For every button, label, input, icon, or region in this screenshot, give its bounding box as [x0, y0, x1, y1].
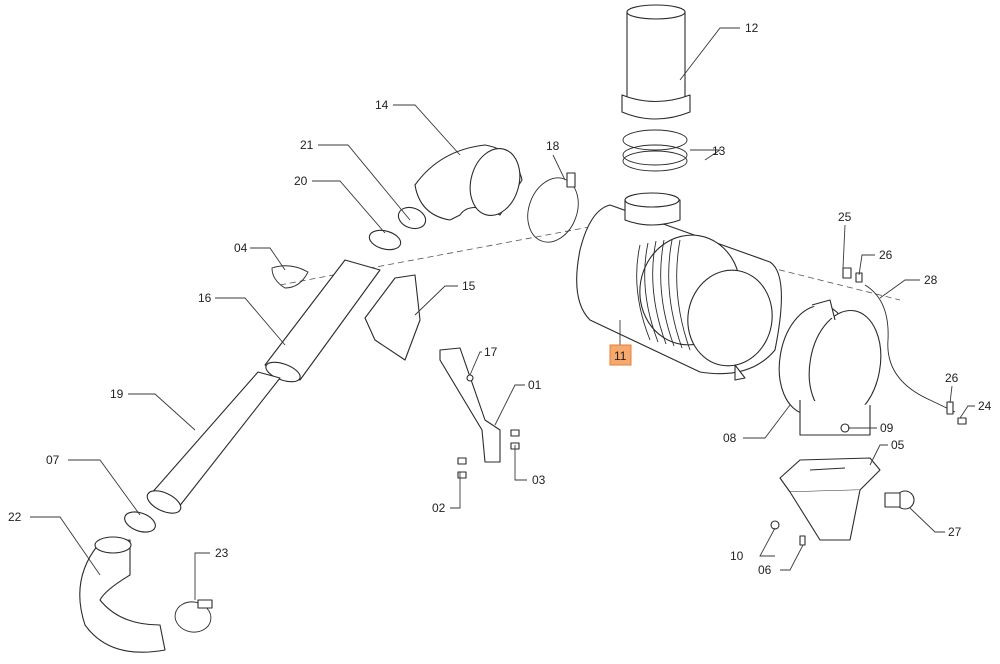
part-12-inlet-tube	[621, 4, 691, 120]
callout-18: 18	[546, 139, 560, 153]
callout-06: 06	[758, 563, 772, 577]
part-15-bracket-plate	[364, 274, 421, 361]
callout-labels: 12 13 14 18 21 20 04 16 15 17 01 02 03 1…	[8, 21, 992, 577]
callout-21: 21	[300, 138, 314, 152]
part-19-long-tube	[146, 371, 281, 514]
part-17-bolt	[466, 374, 474, 382]
callout-10: 10	[730, 549, 744, 563]
callout-23: 23	[215, 546, 229, 560]
callout-27: 27	[948, 525, 962, 539]
callout-16: 16	[198, 291, 212, 305]
part-23-hose-clamp	[174, 599, 213, 633]
callout-22: 22	[8, 510, 22, 524]
callout-26-lower: 26	[945, 371, 959, 385]
callout-11: 11	[614, 349, 627, 363]
callout-15: 15	[462, 279, 476, 293]
part-01-bracket-arm	[439, 347, 501, 463]
callout-07: 07	[46, 453, 60, 467]
part-22-lower-elbow	[79, 536, 166, 653]
callout-01: 01	[528, 378, 542, 392]
part-20-ring	[368, 229, 402, 251]
callout-17: 17	[484, 345, 498, 359]
part-18-hose-clamp	[527, 172, 579, 243]
callout-08: 08	[723, 431, 737, 445]
fasteners-09-10-06	[770, 423, 850, 546]
part-04-ring	[271, 265, 309, 289]
callout-12: 12	[745, 21, 759, 35]
callout-02: 02	[432, 501, 446, 515]
callout-11-highlight	[609, 344, 632, 366]
callout-14: 14	[375, 98, 389, 112]
part-08-mounting-band	[778, 299, 882, 436]
part-28-hose	[864, 284, 956, 413]
part-25-26-24-fittings	[842, 267, 967, 425]
part-05-support-bracket	[779, 457, 881, 541]
part-16-tube	[264, 259, 381, 383]
callout-05: 05	[891, 438, 905, 452]
callout-19: 19	[110, 387, 124, 401]
callout-20: 20	[294, 174, 308, 188]
part-27-dust-valve	[884, 490, 915, 510]
callout-25: 25	[838, 210, 852, 224]
callout-09: 09	[880, 421, 894, 435]
part-11-air-filter-housing	[576, 192, 782, 381]
part-14-elbow	[414, 144, 523, 221]
part-07-clamp	[124, 511, 156, 533]
callout-13: 13	[712, 144, 726, 158]
callout-26-upper: 26	[879, 248, 893, 262]
callout-24: 24	[978, 399, 992, 413]
leader-lines	[30, 27, 975, 600]
callout-04: 04	[234, 241, 248, 255]
callout-03: 03	[532, 473, 546, 487]
callout-28: 28	[924, 273, 938, 287]
part-13-clamp-rings	[622, 129, 688, 172]
part-21-clamp	[397, 206, 427, 230]
